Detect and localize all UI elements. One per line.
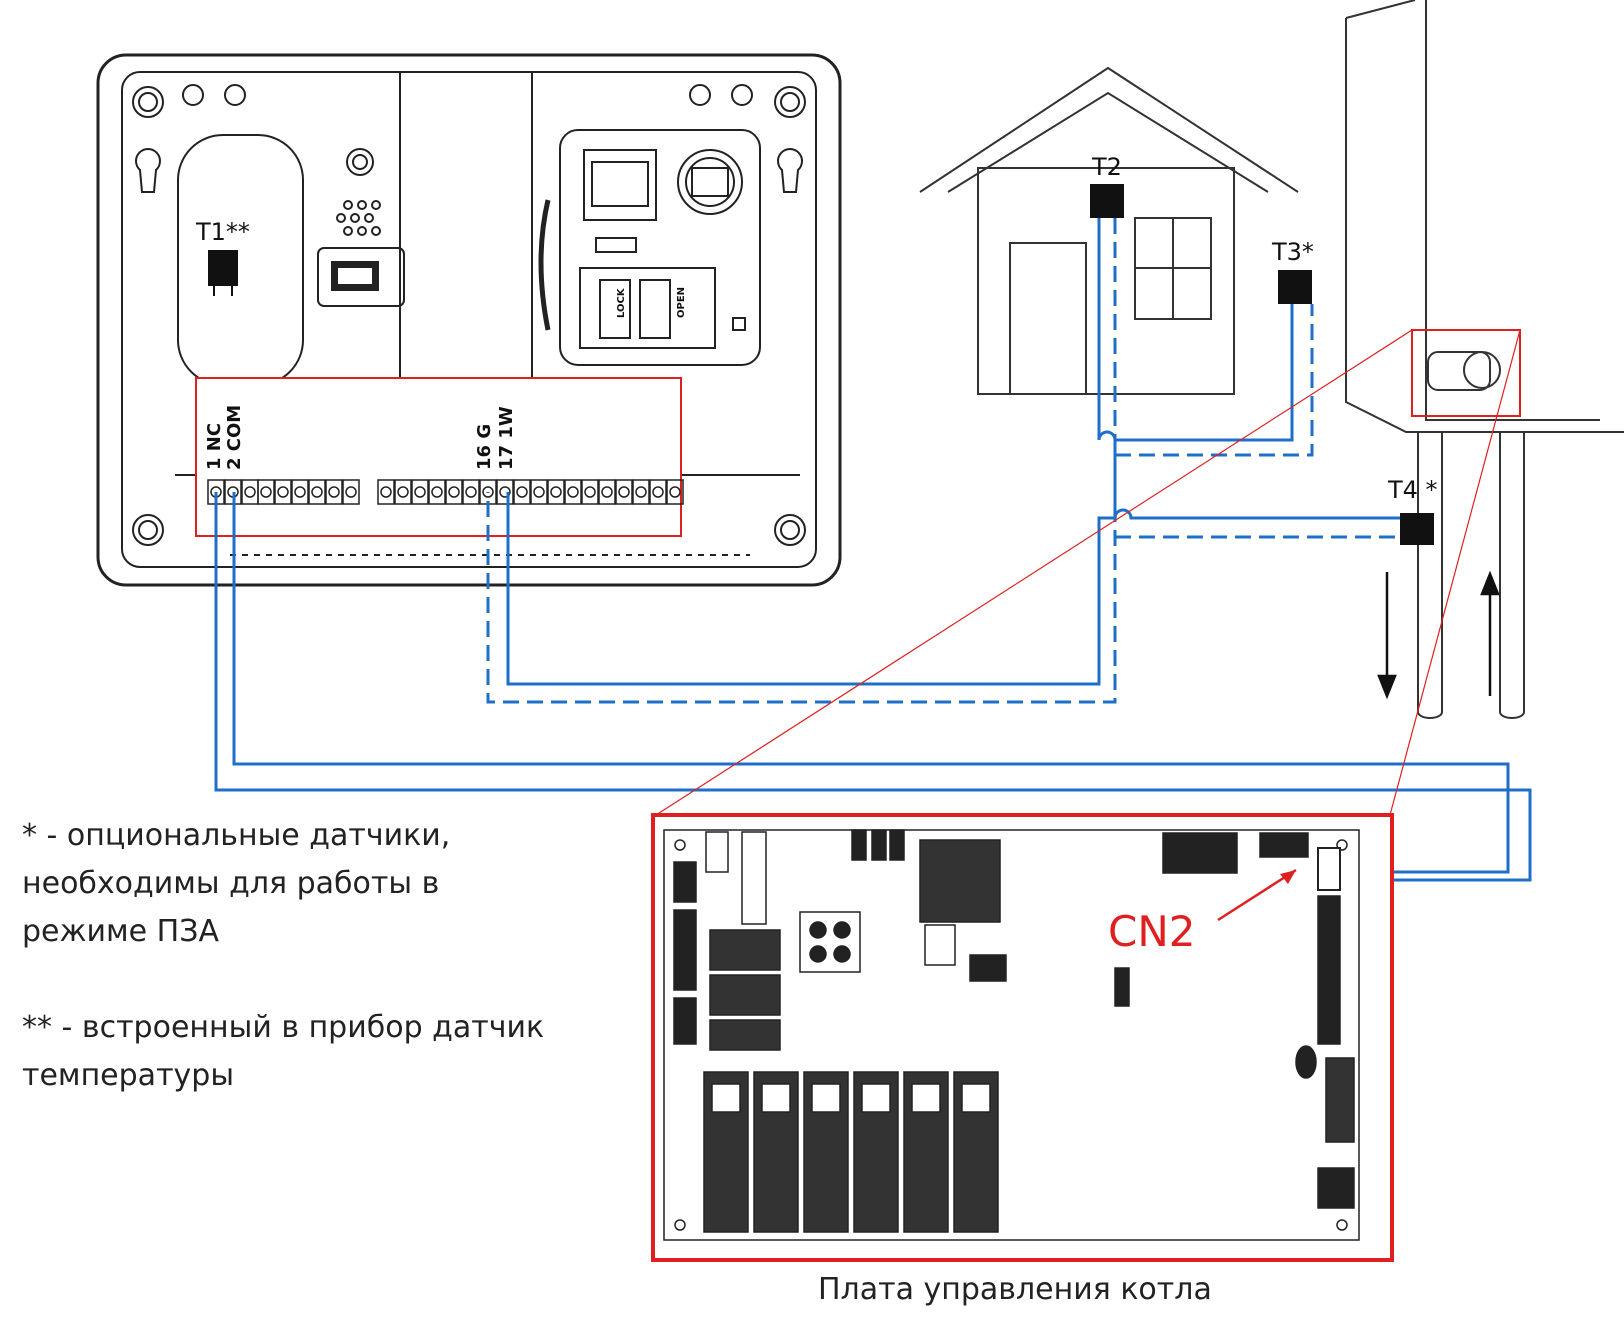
terminal-screw xyxy=(260,486,272,498)
terminal-slot xyxy=(445,479,463,505)
terminal-slot xyxy=(257,479,275,505)
boiler-control-board xyxy=(651,813,1394,1262)
terminal-slot xyxy=(598,479,616,505)
sim-open-label: OPEN xyxy=(676,287,687,318)
note-line: режиме ПЗА xyxy=(22,914,219,949)
terminal-screw xyxy=(584,486,596,498)
terminal-screw xyxy=(533,486,545,498)
terminal-slot xyxy=(649,479,667,505)
terminal-screw xyxy=(311,486,323,498)
terminal-screw xyxy=(618,486,630,498)
terminal-com-label: 2 COM xyxy=(224,405,245,470)
optional-sensors-note: * - опциональные датчики, необходимы для… xyxy=(22,812,450,956)
terminal-slot xyxy=(377,479,395,505)
terminal-slot xyxy=(462,479,480,505)
terminal-screw xyxy=(414,486,426,498)
sensor-t1: T1** xyxy=(195,218,250,296)
builtin-sensor-note: ** - встроенный в прибор датчик температ… xyxy=(22,1004,544,1100)
terminal-screw xyxy=(380,486,392,498)
terminal-slot xyxy=(428,479,446,505)
house xyxy=(919,66,1299,395)
terminal-slot xyxy=(666,479,684,505)
board-relay-window xyxy=(711,1083,741,1113)
terminal-screw xyxy=(669,486,681,498)
terminal-slot xyxy=(564,479,582,505)
sim-lock-label: LOCK xyxy=(616,287,627,318)
terminal-slot xyxy=(581,479,599,505)
terminal-slot xyxy=(325,479,343,505)
sensor-t2-label: T2 xyxy=(1091,153,1122,181)
terminal-slot xyxy=(632,479,650,505)
terminal-slot xyxy=(291,479,309,505)
terminal-slot xyxy=(274,479,292,505)
sensor-t4: T4 * xyxy=(1387,476,1438,545)
terminal-screw xyxy=(499,486,511,498)
note-line: необходимы для работы в xyxy=(22,866,440,901)
terminal-slot xyxy=(342,479,360,505)
terminal-slot xyxy=(496,479,514,505)
board-relay-window xyxy=(861,1083,891,1113)
terminal-screw xyxy=(345,486,357,498)
flow-arrows xyxy=(1377,570,1500,700)
terminal-slot xyxy=(547,479,565,505)
terminal-g-label: 16 G xyxy=(474,424,495,470)
sensor-t4-label: T4 * xyxy=(1387,476,1438,504)
note-line: ** - встроенный в прибор датчик xyxy=(22,1010,545,1045)
terminal-screw xyxy=(448,486,460,498)
sensor-bus-wiring xyxy=(214,218,1532,882)
terminal-screw xyxy=(635,486,647,498)
terminal-slot xyxy=(513,479,531,505)
terminal-1w-label: 17 1W xyxy=(496,406,517,470)
terminal-screw xyxy=(277,486,289,498)
terminal-screw xyxy=(244,486,256,498)
boiler xyxy=(1345,0,1624,719)
sensor-t3-label: T3* xyxy=(1271,238,1314,266)
sensor-t3: T3* xyxy=(1271,238,1314,304)
terminal-screw xyxy=(482,486,494,498)
terminal-nc-label: 1 NC xyxy=(204,423,225,470)
terminal-screw xyxy=(397,486,409,498)
terminal-screw xyxy=(601,486,613,498)
note-line: температуры xyxy=(22,1058,235,1093)
terminal-screw xyxy=(328,486,340,498)
board-caption: Плата управления котла xyxy=(818,1272,1212,1307)
terminal-screw xyxy=(567,486,579,498)
note-line: * - опциональные датчики, xyxy=(22,818,451,853)
terminal-slot xyxy=(394,479,412,505)
terminal-screw xyxy=(516,486,528,498)
terminal-slot xyxy=(308,479,326,505)
board-relay-window xyxy=(811,1083,841,1113)
zoom-lines xyxy=(655,329,1521,816)
terminal-slot xyxy=(411,479,429,505)
terminal-block xyxy=(195,377,684,537)
board-relay-window xyxy=(961,1083,991,1113)
terminal-screw xyxy=(294,486,306,498)
terminal-slot xyxy=(530,479,548,505)
sensor-t1-label: T1** xyxy=(195,218,250,246)
sensor-t2: T2 xyxy=(1090,153,1124,218)
terminal-screw xyxy=(550,486,562,498)
terminal-screw xyxy=(431,486,443,498)
board-relay-window xyxy=(761,1083,791,1113)
board-relay-window xyxy=(911,1083,941,1113)
terminal-screw xyxy=(652,486,664,498)
terminal-slot xyxy=(615,479,633,505)
terminal-screw xyxy=(465,486,477,498)
cn2-pointer: CN2 xyxy=(1108,868,1297,956)
cn2-label: CN2 xyxy=(1108,907,1195,956)
